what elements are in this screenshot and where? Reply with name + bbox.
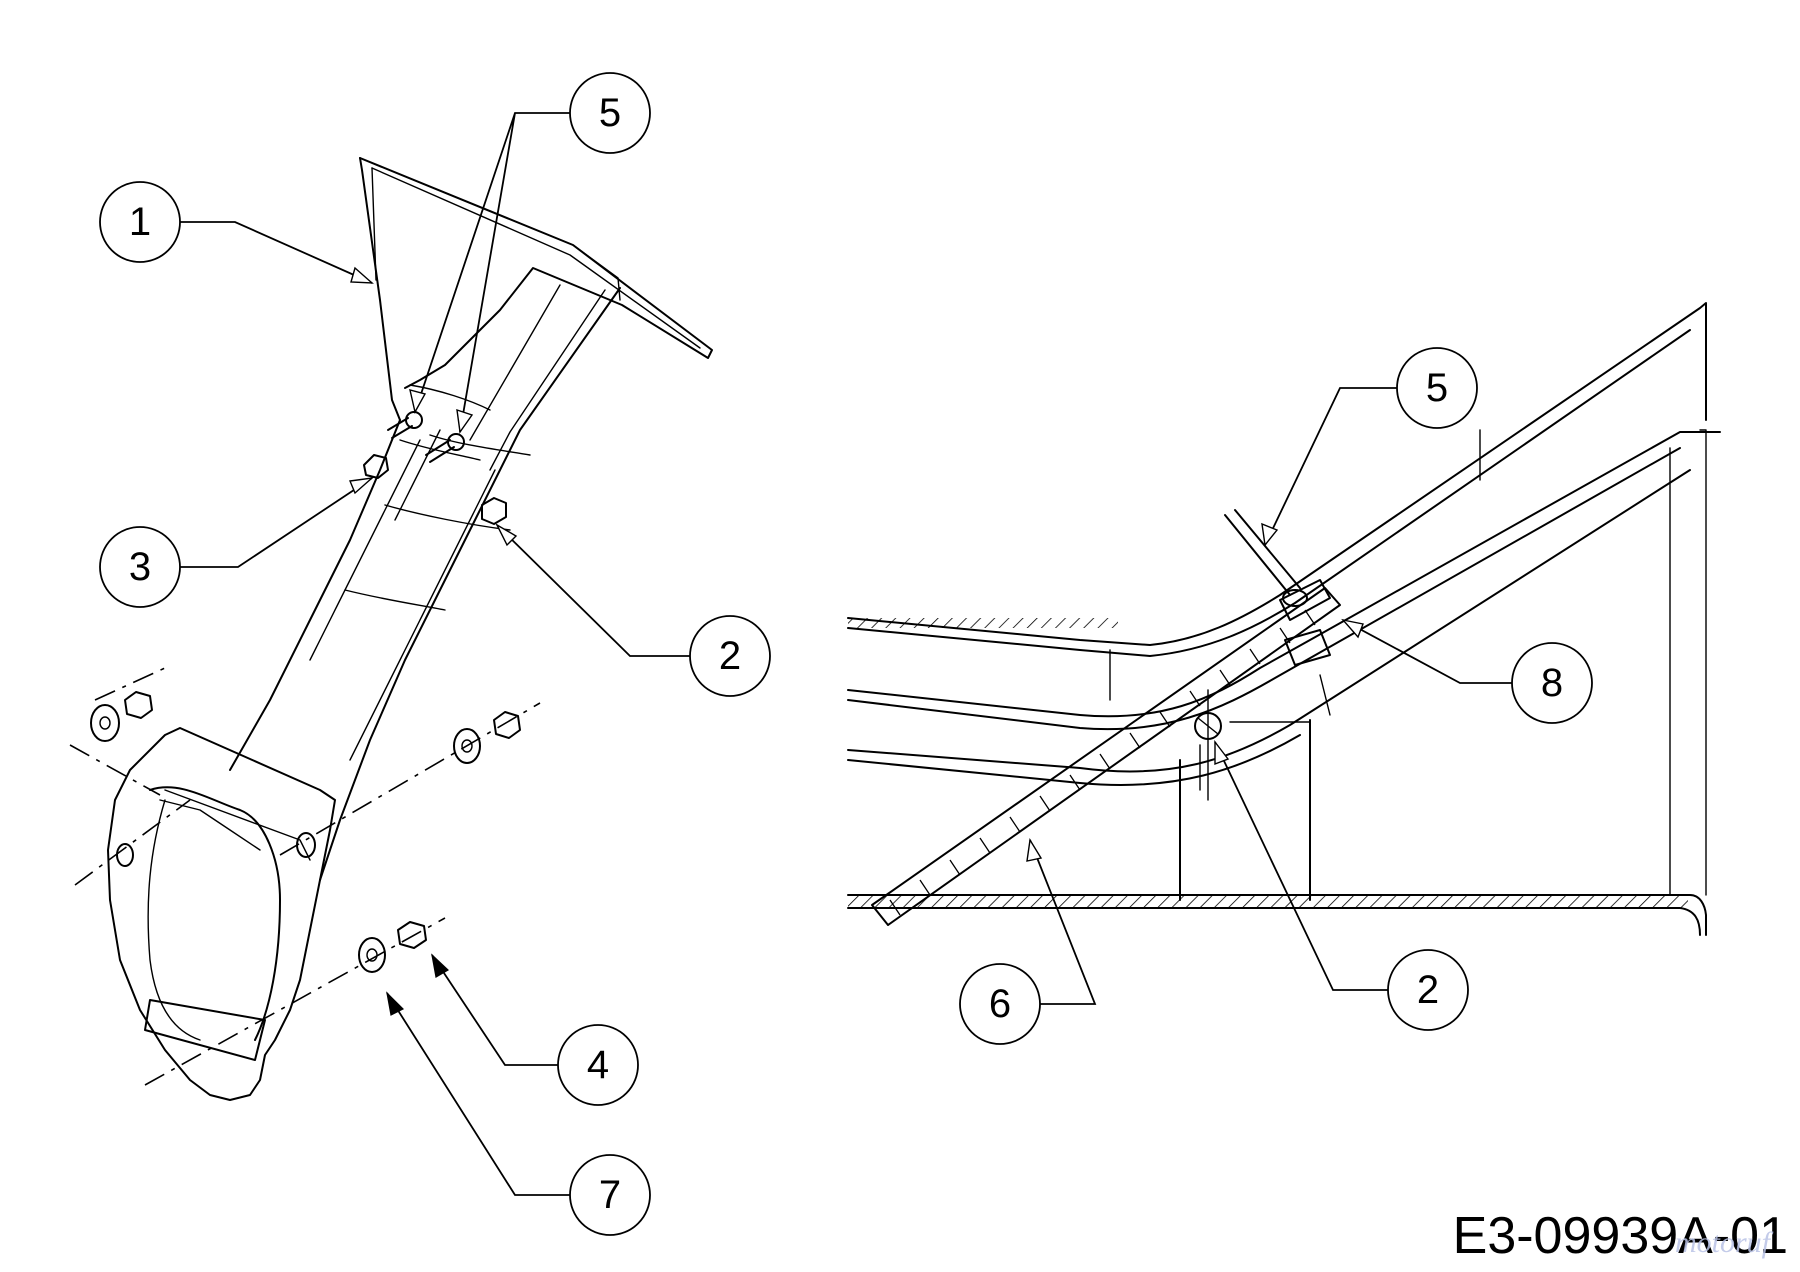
callout-3-label: 3 (129, 545, 151, 589)
callout-7: 7 (386, 991, 651, 1236)
callout-2-right: 2 (1214, 739, 1469, 1031)
callout-7-label: 7 (599, 1173, 621, 1217)
part-number: E3-09939A-01 (1452, 1207, 1788, 1265)
callout-5-left-label: 5 (599, 91, 621, 135)
chute-section-view (847, 302, 1721, 936)
callout-5-right-label: 5 (1426, 366, 1448, 410)
watermark-logo: motoruf (1674, 1226, 1770, 1259)
callout-6: 6 (959, 837, 1097, 1045)
callout-1: 1 (99, 181, 374, 284)
chute-left-view (69, 157, 713, 1101)
callout-8-label: 8 (1541, 661, 1563, 705)
callout-8: 8 (1341, 618, 1593, 724)
callout-4: 4 (431, 953, 639, 1106)
callout-2-left: 2 (495, 523, 771, 697)
callout-3: 3 (99, 476, 375, 608)
callout-1-label: 1 (129, 200, 151, 244)
callout-6-label: 6 (989, 982, 1011, 1026)
callout-2-right-label: 2 (1417, 968, 1439, 1012)
callout-5-left: 5 (409, 72, 651, 434)
callout-4-label: 4 (587, 1043, 609, 1087)
callout-2-left-label: 2 (719, 634, 741, 678)
callout-5-right: 5 (1261, 347, 1478, 547)
